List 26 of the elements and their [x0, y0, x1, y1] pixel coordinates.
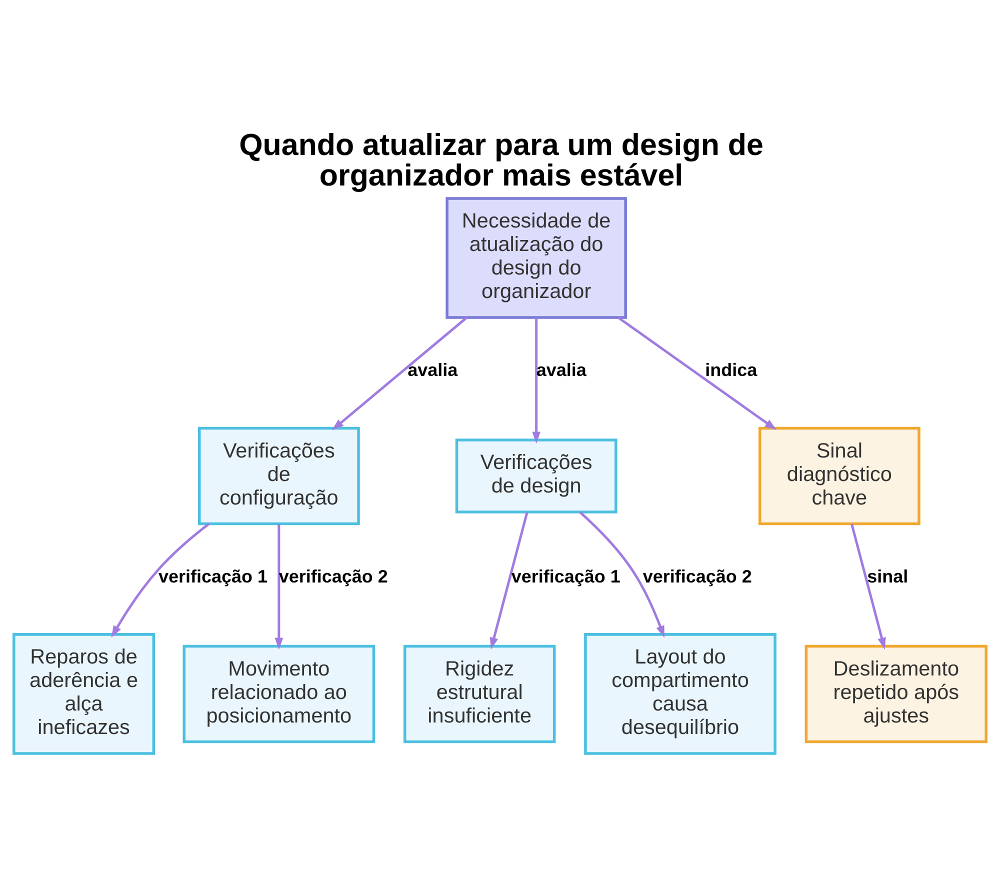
arrow [579, 511, 664, 638]
node-box: Necessidade de atualização do design do organizador [446, 197, 627, 319]
arrow [850, 524, 886, 650]
node-box: Deslizamento repetido após ajustes [804, 644, 988, 744]
node-box: Layout do compartimento causa desequilíbrio [584, 633, 776, 755]
arrow [111, 522, 210, 638]
node-box: Sinal diagnóstico chave [758, 426, 920, 526]
edge-label: verificação 2 [642, 566, 752, 586]
arrow [532, 318, 540, 444]
edge-label: avalia [536, 360, 586, 380]
node-box: Reparos de aderência e alça ineficazes [12, 633, 156, 755]
arrow [618, 316, 777, 430]
edge-label: indica [705, 360, 758, 380]
diagram-title: Quando atualizar para um design de organizador mais estável [239, 128, 764, 192]
arrow [332, 316, 468, 430]
edge-label: sinal [867, 566, 908, 586]
node-box: Verificações de configuração [198, 426, 360, 526]
edge-label: verificação 2 [278, 566, 388, 586]
edge-label: avalia [408, 360, 458, 380]
node-box: Verificações de design [455, 438, 618, 514]
arrow [274, 524, 284, 650]
edge-label: verificação 1 [158, 566, 268, 586]
arrow [490, 512, 528, 650]
edge-label: verificação 1 [511, 566, 620, 586]
node-box: Rigidez estrutural insuficiente [403, 644, 556, 744]
node-box: Movimento relacionado ao posicionamento [182, 644, 376, 744]
